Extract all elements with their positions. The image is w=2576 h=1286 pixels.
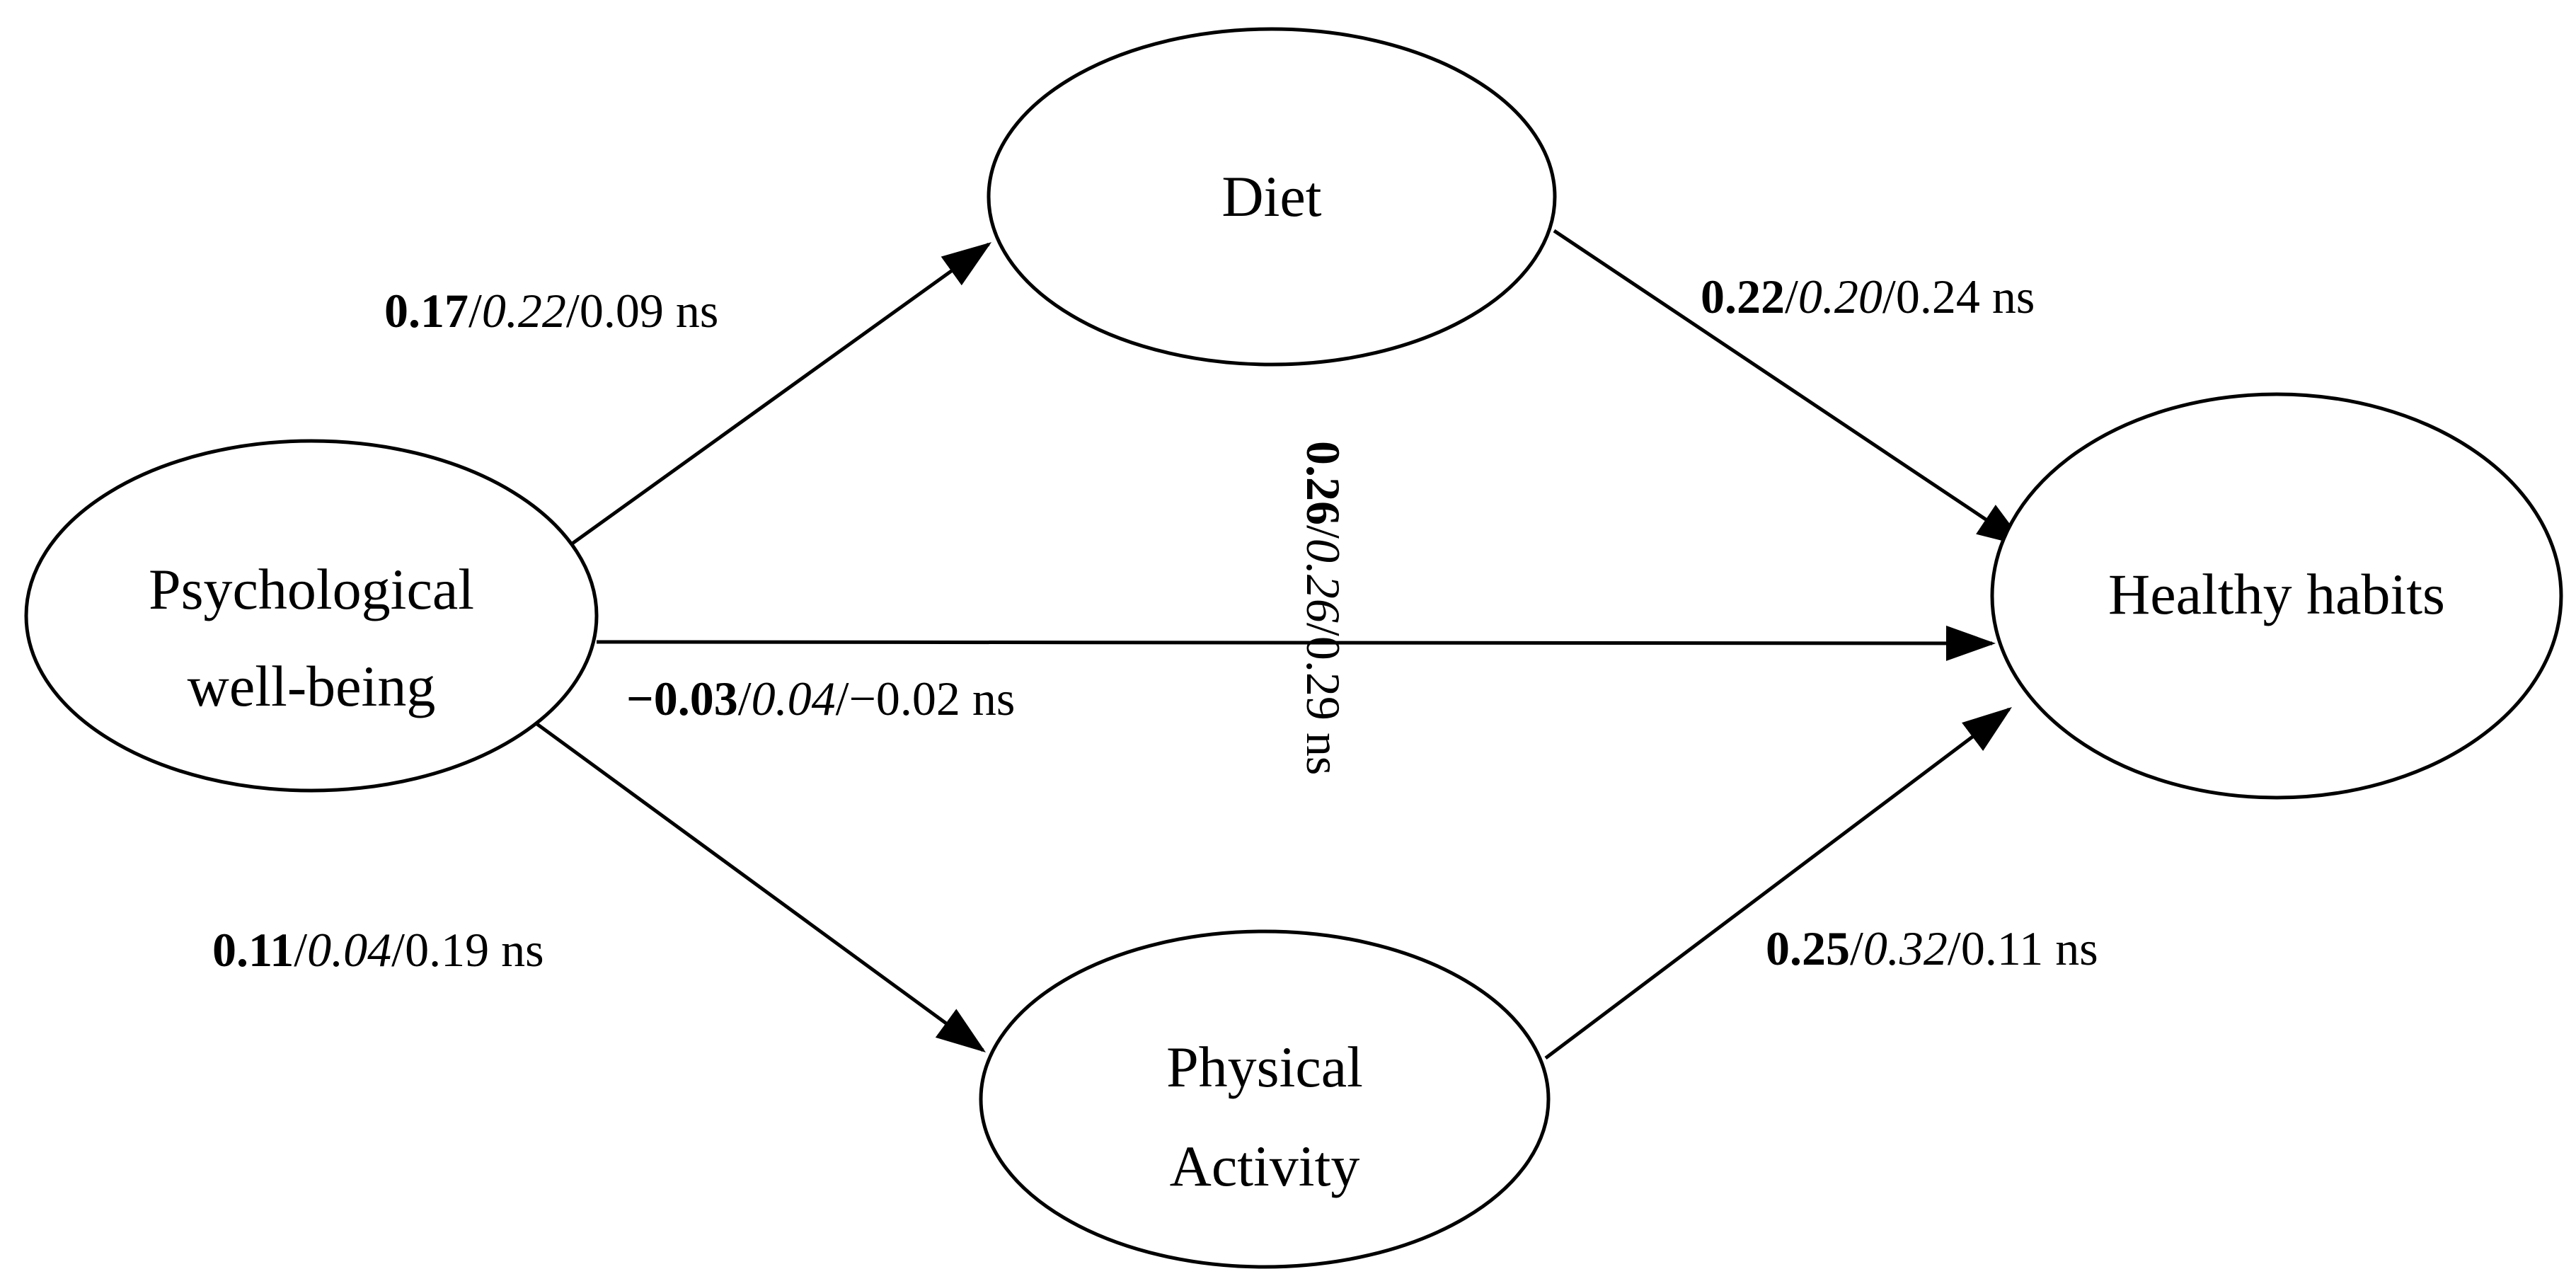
coef-sep: / bbox=[1850, 922, 1863, 975]
node-healthy-habits: Healthy habits bbox=[1990, 392, 2563, 800]
coef-psych-diet: 0.17/0.22/0.09 ns bbox=[384, 284, 718, 338]
coef-psych-physical-activity: 0.11/0.04/0.19 ns bbox=[212, 923, 544, 977]
node-label: Healthy habits bbox=[2108, 562, 2445, 626]
node-diet: Diet bbox=[987, 27, 1557, 367]
node-physical-activity: Physical Activity bbox=[979, 929, 1551, 1269]
coef-sep: / bbox=[738, 672, 752, 725]
coef-bold: −0.03 bbox=[626, 672, 738, 725]
coef-bold: 0.25 bbox=[1766, 922, 1850, 975]
arrow-psych-to-healthy-habits bbox=[596, 625, 1996, 661]
coef-rest: 0.19 ns bbox=[405, 923, 544, 977]
arrow-diet-to-healthy-habits bbox=[1553, 229, 2028, 547]
coef-italic: 0.22 bbox=[482, 284, 566, 338]
coef-psych-healthy-habits: −0.03/0.04/−0.02 ns bbox=[626, 672, 1015, 725]
coef-sep: / bbox=[1948, 922, 1961, 975]
coef-bold: 0.17 bbox=[384, 284, 468, 338]
coef-sep: / bbox=[391, 923, 405, 977]
coef-rest: 0.29 ns bbox=[1296, 636, 1350, 775]
coef-italic: 0.32 bbox=[1863, 922, 1948, 975]
coef-rest: 0.09 ns bbox=[580, 284, 718, 338]
arrow-psych-to-diet bbox=[567, 242, 992, 549]
coef-italic: 0.26 bbox=[1296, 539, 1350, 623]
coef-bold: 0.11 bbox=[212, 923, 294, 977]
node-label: Psychological bbox=[149, 557, 474, 621]
coef-rest: 0.11 ns bbox=[1961, 922, 2098, 975]
coef-indirect-effect: 0.26/0.26/0.29 ns bbox=[1296, 441, 1350, 775]
coef-sep: / bbox=[1785, 270, 1798, 323]
arrow-physical-activity-to-healthy-habits bbox=[1544, 706, 2012, 1060]
coef-bold: 0.22 bbox=[1701, 270, 1785, 323]
coef-italic: 0.20 bbox=[1798, 270, 1882, 323]
coef-physical-activity-healthy-habits: 0.25/0.32/0.11 ns bbox=[1766, 922, 2098, 975]
coef-sep: / bbox=[1296, 525, 1350, 539]
coef-italic: 0.04 bbox=[752, 672, 836, 725]
node-label: Diet bbox=[1221, 164, 1321, 229]
node-label: Activity bbox=[1170, 1134, 1360, 1198]
coef-diet-healthy-habits: 0.22/0.20/0.24 ns bbox=[1701, 270, 2035, 323]
coef-sep: / bbox=[294, 923, 307, 977]
coef-sep: / bbox=[836, 672, 849, 725]
node-psychological-well-being: Psychological well-being bbox=[24, 439, 599, 793]
coef-sep: / bbox=[566, 284, 580, 338]
coef-rest: −0.02 ns bbox=[849, 672, 1016, 725]
coef-italic: 0.04 bbox=[307, 923, 391, 977]
coef-sep: / bbox=[1882, 270, 1896, 323]
coef-bold: 0.26 bbox=[1296, 441, 1350, 525]
coef-rest: 0.24 ns bbox=[1896, 270, 2035, 323]
arrow-psych-to-physical-activity bbox=[531, 718, 987, 1052]
coef-sep: / bbox=[1296, 623, 1350, 636]
coef-sep: / bbox=[468, 284, 482, 338]
node-label: Physical bbox=[1166, 1035, 1363, 1099]
node-label: well-being bbox=[188, 654, 436, 718]
